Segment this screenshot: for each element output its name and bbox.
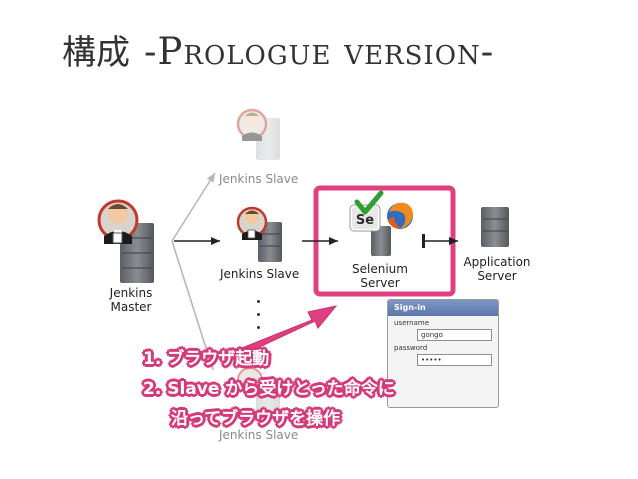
svg-text:Se: Se [356,213,374,228]
username-label: username [394,319,429,327]
ellipsis-dot [257,326,260,329]
label-application-server: Application Server [463,255,530,283]
arrow-master-to-slave-bottom [171,240,215,371]
callout-line-2: 2. Slave から受けとった命令に [143,379,395,399]
selenium-server-icon: Se [349,190,391,256]
ellipsis-dot [257,300,260,303]
signin-header: Sign-in [388,300,498,316]
username-field: gongo [417,329,492,341]
jenkins-slave-mid-icon [236,206,282,262]
arrow-master-to-slave-top [171,172,216,242]
label-selenium-server-text: Selenium Server [352,262,408,290]
firefox-icon [387,202,413,230]
label-slave-bottom: Jenkins Slave [219,428,299,442]
label-jenkins-master-text: Jenkins Master [109,286,153,314]
password-field: ••••• [417,354,492,366]
password-label: password [394,344,428,352]
label-selenium-server: Selenium Server [352,262,408,290]
title-latin: -Prologue version- [144,30,495,73]
callout-line-3: 沿ってブラウザを操作 [171,409,341,429]
application-server-icon [481,207,509,247]
callout-line-1: 1. ブラウザ起動 [143,349,270,369]
label-slave-top: Jenkins Slave [219,172,299,186]
title-japanese: 構成 [62,33,130,73]
ellipsis-dot [257,313,260,316]
label-application-server-text: Application Server [463,255,531,283]
label-slave-mid: Jenkins Slave [220,267,300,281]
label-jenkins-master: Jenkins Master [110,286,153,314]
callout-pointer-arrow [231,305,338,359]
jenkins-slave-bottom-icon [237,367,280,418]
jenkins-slave-top-icon [236,108,280,160]
signin-form-mockup: Sign-in username gongo password ••••• [387,299,499,408]
slide-title: 構成 -Prologue version- [62,22,494,82]
jenkins-master-icon [97,199,154,283]
